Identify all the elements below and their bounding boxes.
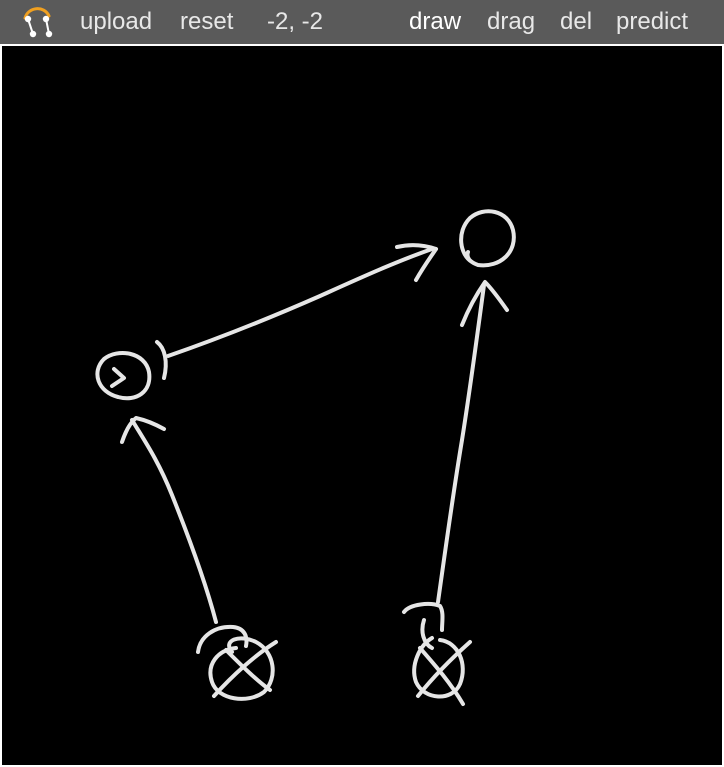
edge-bottom-right-to-top-right	[436, 280, 509, 604]
sketch-layer	[95, 209, 516, 706]
edge-bottom-left-to-left	[120, 416, 218, 624]
graph-node-logo-icon[interactable]	[19, 4, 55, 40]
drawing-canvas[interactable]	[2, 46, 722, 765]
node-bottom-left	[196, 624, 278, 701]
node-left	[95, 351, 152, 401]
reset-button[interactable]: reset	[180, 8, 234, 35]
drag-mode-button[interactable]: drag	[487, 8, 536, 35]
edge-left-to-top-right	[155, 243, 438, 380]
cursor-coordinates: -2, -2	[267, 8, 324, 35]
upload-button[interactable]: upload	[80, 8, 153, 35]
toolbar: upload reset -2, -2 draw drag del predic…	[0, 0, 724, 44]
node-bottom-right	[402, 602, 472, 706]
delete-mode-button[interactable]: del	[560, 8, 593, 35]
node-top-right	[459, 209, 516, 268]
predict-button[interactable]: predict	[616, 8, 689, 35]
draw-mode-button[interactable]: draw	[409, 8, 462, 35]
